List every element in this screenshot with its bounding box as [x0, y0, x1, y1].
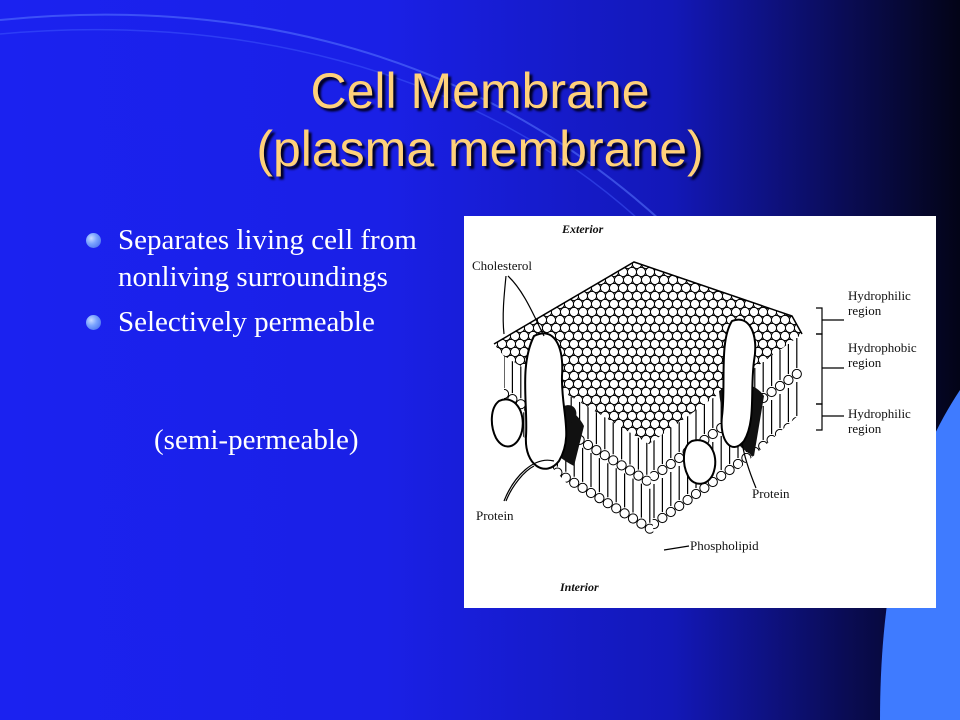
bullet-item: Selectively permeable [86, 304, 456, 341]
label-hydrophilic-top: Hydrophilic region [848, 288, 911, 318]
title-line-1: Cell Membrane [310, 63, 650, 119]
bullet-text: Separates living cell from nonliving sur… [118, 224, 417, 293]
protein-right [720, 318, 757, 448]
bullet-list: Separates living cell from nonliving sur… [86, 222, 456, 349]
label-hydrophobic: Hydrophobic region [848, 340, 917, 370]
label-phospholipid: Phospholipid [690, 538, 759, 553]
bullet-icon [86, 233, 101, 248]
protein-bottom [682, 439, 717, 485]
label-protein-left: Protein [476, 508, 514, 523]
bullet-item: Separates living cell from nonliving sur… [86, 222, 456, 296]
bullet-icon [86, 315, 101, 330]
label-exterior: Exterior [562, 222, 604, 236]
protein-left-large [524, 332, 568, 470]
membrane-illustration [490, 261, 844, 551]
protein-left-small [490, 398, 524, 448]
sub-line: (semi-permeable) [154, 424, 359, 456]
label-hydrophilic-bottom: Hydrophilic region [848, 406, 911, 436]
bullet-text: Selectively permeable [118, 306, 375, 338]
slide-title: Cell Membrane (plasma membrane) [130, 62, 830, 178]
label-protein-right: Protein [752, 486, 790, 501]
membrane-diagram: Exterior Cholesterol Hydrophilic region … [464, 216, 936, 608]
title-line-2: (plasma membrane) [256, 121, 704, 177]
label-interior: Interior [560, 580, 599, 594]
label-cholesterol: Cholesterol [472, 258, 532, 273]
